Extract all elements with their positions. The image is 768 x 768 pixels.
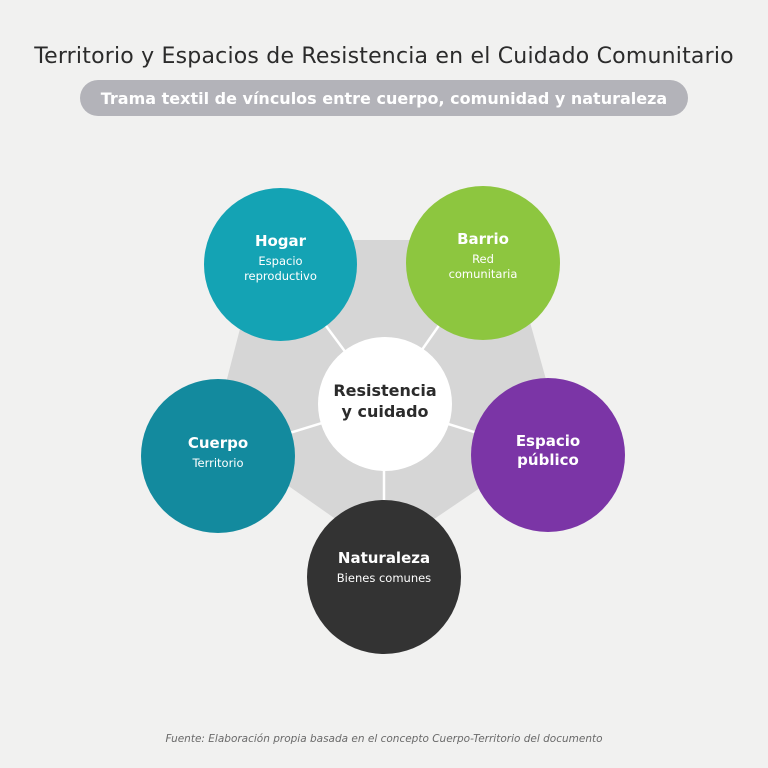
node-barrio-subtitle: Red comunitaria bbox=[448, 252, 518, 281]
source-note: Fuente: Elaboración propia basada en el … bbox=[165, 733, 603, 745]
subtitle-banner: Trama textil de vínculos entre cuerpo, c… bbox=[80, 80, 688, 116]
node-cuerpo: Cuerpo Territorio bbox=[141, 379, 295, 533]
node-hogar-title: Hogar bbox=[254, 231, 307, 250]
node-naturaleza: Naturaleza Bienes comunes bbox=[307, 500, 461, 654]
page-subtitle: Trama textil de vínculos entre cuerpo, c… bbox=[100, 88, 668, 108]
node-espacio-publico: Espacio público bbox=[471, 378, 625, 532]
node-hogar-subtitle: Espacio reproductivo bbox=[244, 253, 317, 283]
node-center-title: Resistencia y cuidado bbox=[333, 381, 437, 421]
node-cuerpo-title: Cuerpo bbox=[187, 433, 249, 452]
node-naturaleza-title: Naturaleza bbox=[337, 548, 431, 567]
node-barrio: Barrio Red comunitaria bbox=[406, 186, 560, 340]
page-title: Territorio y Espacios de Resistencia en … bbox=[34, 44, 734, 69]
node-espacio-publico-title: Espacio público bbox=[515, 432, 581, 469]
node-cuerpo-subtitle: Territorio bbox=[192, 455, 244, 470]
node-hogar: Hogar Espacio reproductivo bbox=[204, 188, 357, 341]
node-barrio-title: Barrio bbox=[457, 230, 509, 248]
node-center: Resistencia y cuidado bbox=[318, 337, 452, 471]
node-naturaleza-subtitle: Bienes comunes bbox=[336, 570, 432, 585]
